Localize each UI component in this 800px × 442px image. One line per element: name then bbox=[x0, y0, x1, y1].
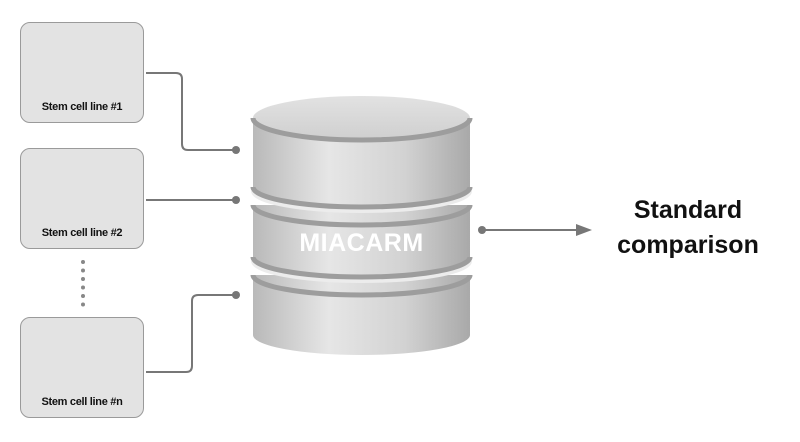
output-label-line1: Standard bbox=[633, 196, 743, 224]
ellipsis-dots bbox=[81, 260, 85, 307]
connector-line-n bbox=[146, 294, 236, 373]
cell-line-box-2: Stem cell line #2 bbox=[20, 148, 144, 249]
database-cylinder-icon bbox=[250, 96, 473, 355]
connector-dot-2 bbox=[232, 196, 240, 204]
output-label: Standard comparison bbox=[600, 193, 776, 263]
output-label-line2: comparison bbox=[617, 231, 759, 259]
connector-dot-1 bbox=[232, 146, 240, 154]
database-label: MIACARM bbox=[299, 229, 424, 257]
cell-line-label: Stem cell line #1 bbox=[41, 101, 123, 113]
cell-line-box-1: Stem cell line #1 bbox=[20, 22, 144, 123]
connector-dot-n bbox=[232, 291, 240, 299]
output-dot bbox=[478, 226, 486, 234]
cell-line-label: Stem cell line #n bbox=[41, 396, 123, 408]
cell-line-box-n: Stem cell line #n bbox=[20, 317, 144, 418]
cell-line-label: Stem cell line #2 bbox=[41, 227, 123, 239]
connector-line-1 bbox=[146, 72, 236, 151]
arrow-head-icon bbox=[576, 224, 592, 236]
